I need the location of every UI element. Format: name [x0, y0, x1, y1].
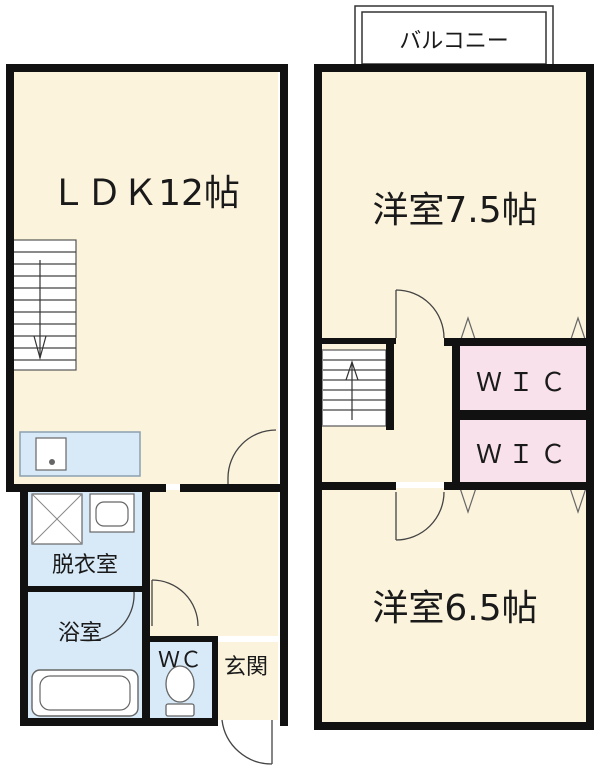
bathtub [31, 669, 139, 717]
room-labels: ＬＤＫ12帖 洋室7.5帖 洋室6.5帖 ＷＩＣ ＷＩＣ 脱衣室 浴室 ＷＣ 玄… [50, 173, 572, 680]
stairs-ldk [11, 239, 77, 371]
ldk-label: ＬＤＫ12帖 [50, 173, 240, 214]
bath-label: 浴室 [58, 621, 102, 646]
western2-floor [322, 488, 588, 724]
entrance-label: 玄関 [224, 655, 268, 680]
dressing-label: 脱衣室 [52, 553, 118, 578]
hall-floor [150, 490, 278, 636]
wic-top-label: ＷＩＣ [476, 368, 572, 398]
stairs-corridor [321, 349, 387, 427]
wic-bottom-label: ＷＩＣ [476, 440, 572, 470]
balcony: バルコニー [354, 5, 554, 67]
entrance-floor [216, 642, 278, 720]
floors [12, 70, 588, 724]
wic-top-floor [460, 346, 588, 410]
western1-floor [322, 70, 588, 340]
toilet-label: ＷＣ [158, 648, 202, 673]
western1-label: 洋室7.5帖 [372, 190, 537, 231]
balcony-label: バルコニー [399, 29, 509, 54]
wic-bottom-floor [460, 420, 588, 484]
toilet-fixture [165, 665, 195, 717]
western2-label: 洋室6.5帖 [372, 588, 537, 629]
doors [79, 289, 587, 765]
walls [6, 64, 594, 730]
